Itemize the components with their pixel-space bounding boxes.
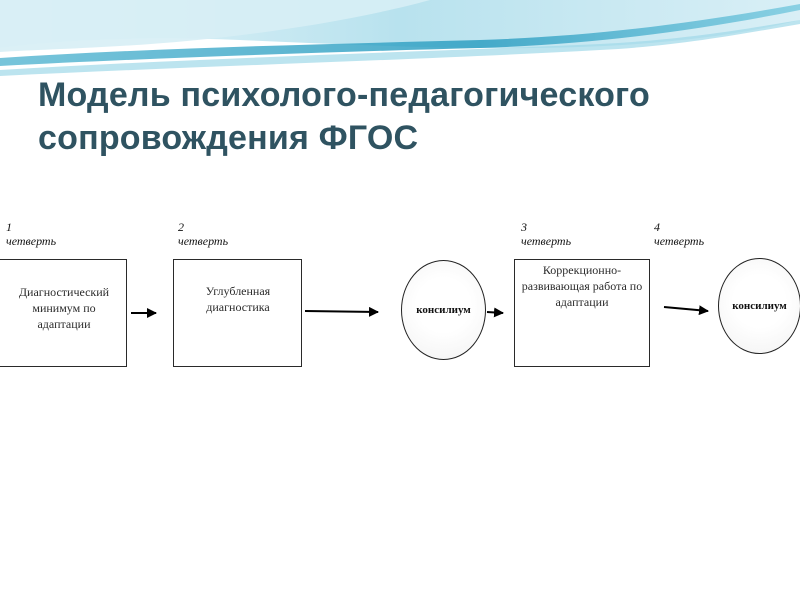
deep-diagnostics-text: Углубленная диагностика [205,284,271,314]
quarter-label-3: 3 четверть [521,220,571,248]
quarter-number: 4 [654,220,660,234]
council-label: консилиум [416,304,471,316]
council-label: консилиум [732,300,787,312]
council-circle-1: консилиум [401,260,486,360]
quarter-word: четверть [521,234,572,248]
diagnostic-minimum-text: Диагностический минимум по адаптации [18,285,110,331]
council-circle-2: консилиум [718,258,800,354]
slide-title-line-2: сопровождения ФГОС [38,119,419,157]
arrow-box3-to-council2 [663,305,709,316]
deep-diagnostics-box [173,259,302,367]
quarter-label-4: 4 четверть [654,220,704,248]
quarter-word: четверть [178,234,229,248]
quarter-number: 2 [178,220,184,234]
header-wave-decoration [0,0,800,76]
diagnostic-minimum-box [0,259,127,367]
quarter-word: четверть [654,234,705,248]
quarter-label-2: 2 четверть [178,220,228,248]
slide-title-line-1: Модель психолого-педагогического [38,76,650,114]
quarter-number: 3 [521,220,527,234]
slide-title: Модель психолого-педагогического сопрово… [38,74,778,160]
quarter-word: четверть [6,234,57,248]
quarter-number: 1 [6,220,12,234]
arrow-council1-to-box3 [486,307,504,318]
correction-work-box [514,259,650,367]
correction-work-text: Коррекционно- развивающая работа по адап… [521,263,643,309]
quarter-label-1: 1 четверть [6,220,56,248]
arrow-box2-to-council1 [304,306,379,317]
